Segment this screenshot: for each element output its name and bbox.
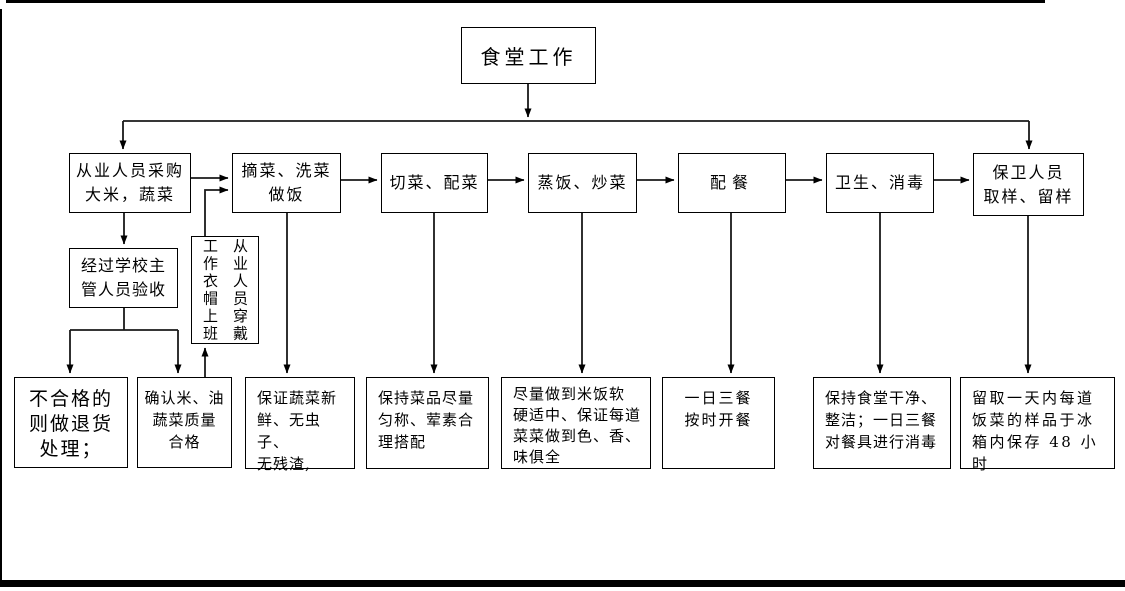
node-clean-canteen: 保持食堂干净、 整洁；一日三餐 对餐具进行消毒	[813, 377, 951, 469]
node-keep-samples: 留取一天内每道 饭菜的样品于冰 箱内保存 48 小时	[960, 377, 1115, 473]
node-confirm-quality: 确认米、油 蔬菜质量 合格	[137, 377, 232, 468]
node-pick-wash-cook: 摘菜、洗菜 做饭	[232, 153, 341, 213]
node-meals-on-time: 一日三餐 按时开餐	[662, 377, 775, 469]
node-cut-prepare: 切菜、配菜	[381, 153, 488, 213]
node-hygiene-disinfect: 卫生、消毒	[826, 153, 934, 213]
page-top-border	[6, 0, 1045, 3]
node-balanced-dishes: 保持菜品尽量 匀称、荤素合 理搭配	[366, 377, 489, 469]
node-meal-serving: 配餐	[678, 153, 786, 213]
node-steam-stirfry: 蒸饭、炒菜	[528, 153, 637, 213]
node-work-uniform: 从业人员穿戴 工作衣帽上班	[191, 236, 259, 344]
node-school-inspection: 经过学校主 管人员验收	[69, 248, 178, 308]
node-return-goods: 不合格的 则做退货 处理；	[14, 377, 128, 468]
node-purchase: 从业人员采购 大米，蔬菜	[69, 153, 191, 213]
connector-uniform-to-p2	[204, 186, 229, 236]
node-rice-quality: 尽量做到米饭软 硬适中、保证每道 菜菜做到色、香、 味俱全	[501, 377, 651, 469]
page-left-border	[0, 9, 2, 587]
node-canteen-work: 食堂工作	[461, 27, 596, 84]
page-bottom-border	[0, 580, 1125, 587]
node-security-sampling: 保卫人员 取样、留样	[973, 153, 1084, 216]
node-fresh-vegetable: 保证蔬菜新 鲜、无虫子、 无残渣,	[245, 377, 355, 473]
